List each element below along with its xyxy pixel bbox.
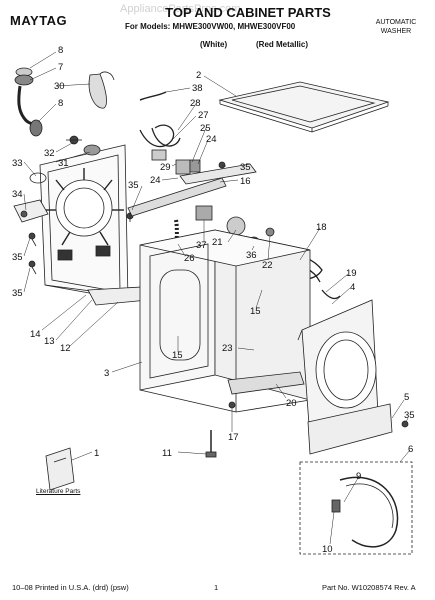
callout-28: 28 bbox=[190, 98, 201, 109]
callout-34: 34 bbox=[12, 189, 23, 200]
callout-7: 7 bbox=[58, 62, 63, 73]
callout-35-left-a: 35 bbox=[12, 252, 23, 263]
leader-lines bbox=[23, 51, 411, 545]
inlet-hose-parts bbox=[13, 67, 167, 223]
callout-32: 32 bbox=[44, 148, 55, 159]
callout-3: 3 bbox=[104, 368, 109, 379]
models-subtitle: For Models: MHWE300VW00, MHWE300VF00 bbox=[125, 22, 296, 31]
callout-1: 1 bbox=[94, 448, 99, 459]
page-title: TOP AND CABINET PARTS bbox=[165, 5, 331, 20]
callout-36: 36 bbox=[246, 250, 257, 261]
callout-11: 11 bbox=[162, 448, 172, 459]
callout-20: 20 bbox=[286, 398, 297, 409]
toe-panel-part bbox=[307, 403, 393, 455]
product-type-line2: WASHER bbox=[380, 28, 412, 35]
callout-24-mid: 24 bbox=[150, 175, 161, 186]
callout-15-right: 15 bbox=[250, 306, 261, 317]
callout-38: 38 bbox=[192, 83, 203, 94]
callout-24-top: 24 bbox=[206, 134, 217, 145]
watermark: AppliancePartsPros.com bbox=[120, 3, 241, 15]
callout-17: 17 bbox=[228, 432, 239, 443]
callout-37: 37 bbox=[196, 240, 207, 251]
footer-page-number: 1 bbox=[214, 583, 219, 592]
callout-15-cabinet: 15 bbox=[172, 350, 183, 361]
callout-25: 25 bbox=[200, 123, 211, 134]
callout-33: 33 bbox=[12, 158, 23, 169]
callout-29: 29 bbox=[160, 162, 171, 173]
callout-16: 16 bbox=[240, 176, 251, 187]
callout-10: 10 bbox=[322, 544, 333, 555]
callout-2: 2 bbox=[196, 70, 201, 81]
footer-print-info: 10–08 Printed in U.S.A. (drd) (psw) bbox=[12, 583, 129, 592]
callout-31: 31 bbox=[58, 158, 69, 169]
callout-9: 9 bbox=[356, 471, 361, 482]
brand-logo: MAYTAG bbox=[10, 13, 68, 28]
callout-18: 18 bbox=[316, 222, 327, 233]
callout-6: 6 bbox=[408, 444, 413, 455]
callout-35-right-top: 35 bbox=[240, 162, 251, 173]
callout-5: 5 bbox=[404, 392, 409, 403]
callout-4: 4 bbox=[350, 282, 355, 293]
footer-part-number: Part No. W10208574 Rev. A bbox=[322, 583, 416, 592]
callout-23: 23 bbox=[222, 343, 233, 354]
seal-inset-box bbox=[299, 461, 413, 555]
callout-14: 14 bbox=[30, 329, 41, 340]
top-panel-part bbox=[218, 81, 390, 133]
variant-red: (Red Metallic) bbox=[256, 40, 309, 49]
literature-parts-label: Literature Parts bbox=[36, 488, 81, 495]
product-type-line1: AUTOMATIC bbox=[375, 19, 417, 26]
callout-19: 19 bbox=[346, 268, 357, 279]
callout-35-left-b: 35 bbox=[12, 288, 23, 299]
callout-8-top: 8 bbox=[58, 45, 63, 56]
callout-8-mid: 8 bbox=[58, 98, 63, 109]
callout-26: 26 bbox=[184, 253, 195, 264]
variant-white: (White) bbox=[200, 40, 228, 49]
callout-27: 27 bbox=[198, 110, 209, 121]
cabinet-part bbox=[139, 229, 311, 413]
product-type: AUTOMATIC WASHER bbox=[366, 18, 426, 36]
callout-12: 12 bbox=[60, 343, 71, 354]
front-panel-part bbox=[297, 299, 379, 439]
callout-22: 22 bbox=[262, 260, 273, 271]
callout-35-right-bottom: 35 bbox=[404, 410, 415, 421]
callout-35-mid-a: 35 bbox=[128, 180, 139, 191]
callout-30: 30 bbox=[54, 81, 65, 92]
callout-21: 21 bbox=[212, 237, 223, 248]
callout-13: 13 bbox=[44, 336, 55, 347]
literature-parts-box bbox=[45, 447, 75, 491]
